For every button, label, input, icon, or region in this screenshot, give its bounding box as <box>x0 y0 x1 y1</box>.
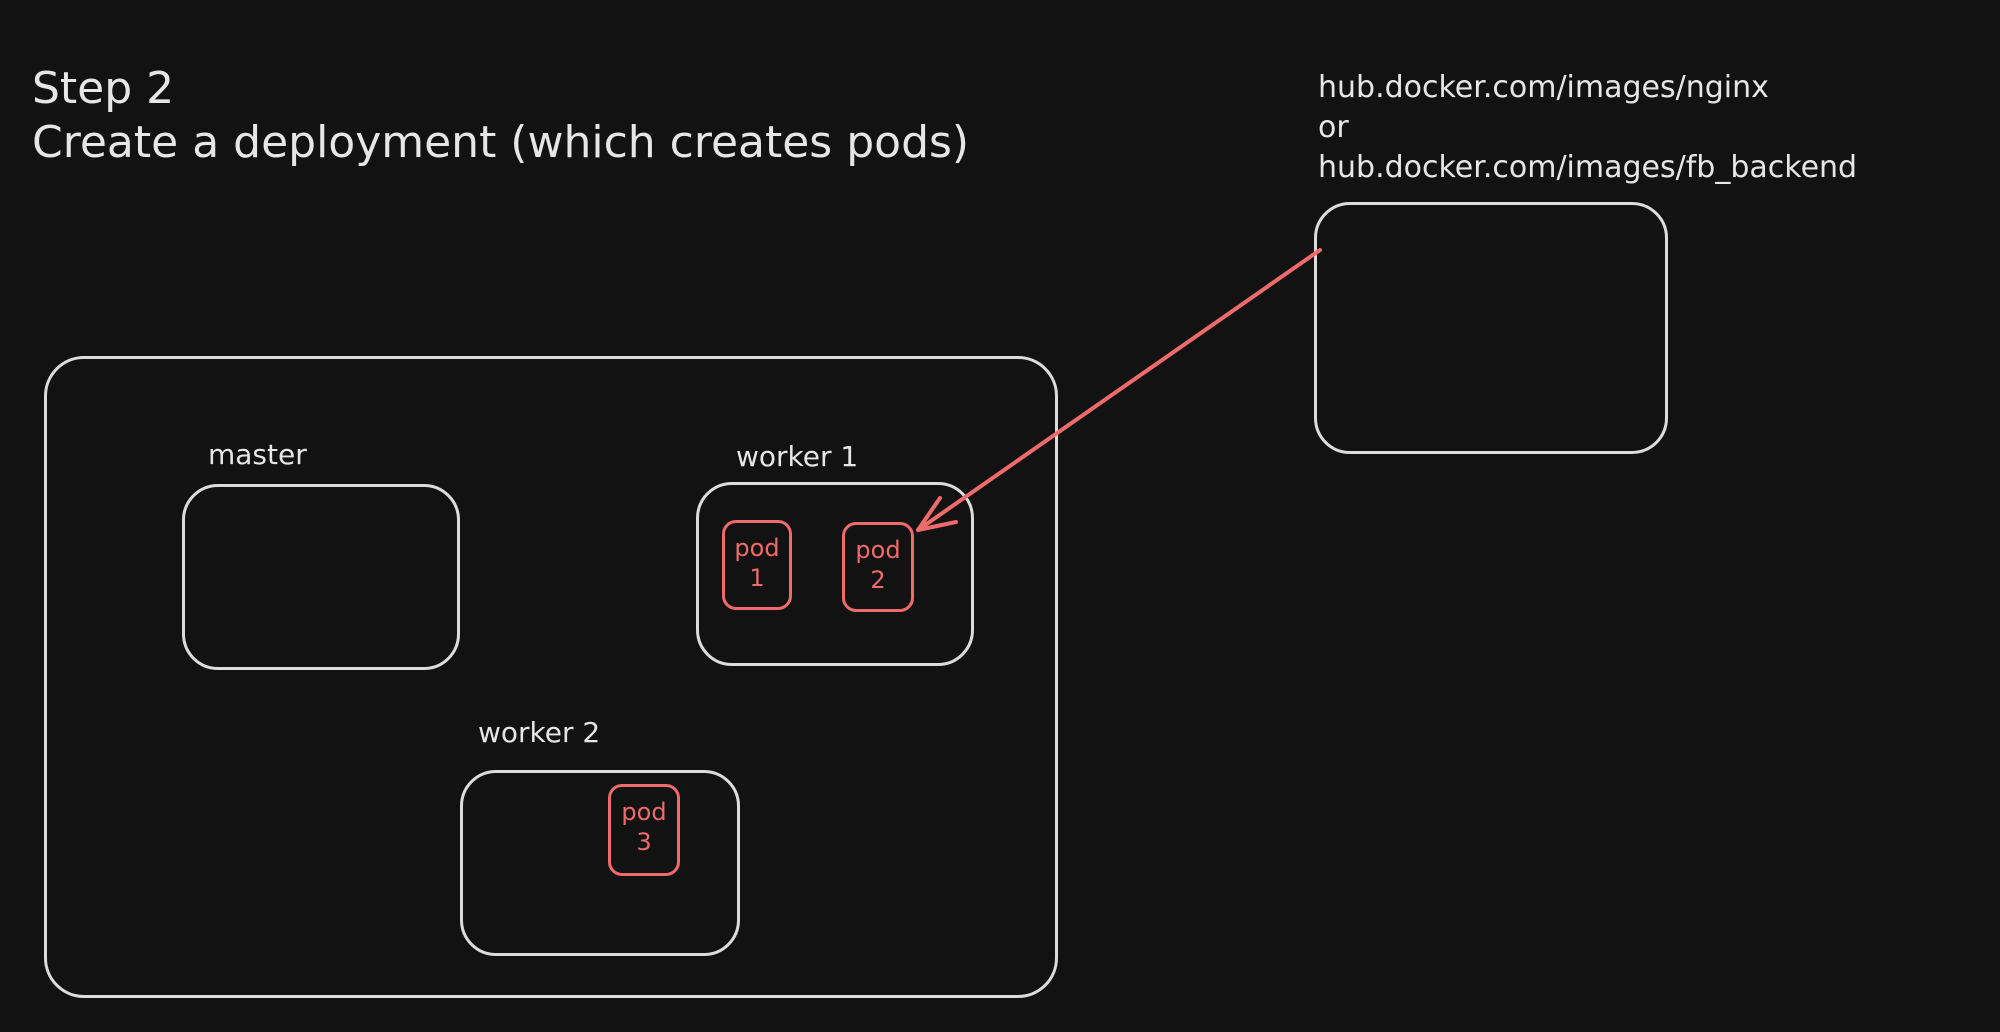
worker1-label: worker 1 <box>736 440 859 473</box>
pod-3-word: pod <box>621 798 667 826</box>
worker1-node-box <box>696 482 974 666</box>
registry-box <box>1314 202 1668 454</box>
pod-1-number: 1 <box>749 564 765 592</box>
registry-url-nginx: hub.docker.com/images/nginx <box>1318 70 1769 105</box>
master-node-box <box>182 484 460 670</box>
registry-url-backend: hub.docker.com/images/fb_backend <box>1318 150 1858 185</box>
master-label: master <box>208 438 307 471</box>
pod-1-word: pod <box>734 534 780 562</box>
registry-or-text: or <box>1318 110 1349 145</box>
pod-3: pod 3 <box>608 784 680 876</box>
cluster-box <box>44 356 1058 998</box>
worker2-label: worker 2 <box>478 716 601 749</box>
pod-3-number: 3 <box>636 828 652 856</box>
pod-2-number: 2 <box>870 566 886 594</box>
step-title: Step 2 <box>32 63 175 114</box>
pod-2: pod 2 <box>842 522 914 612</box>
worker2-node-box <box>460 770 740 956</box>
pod-1: pod 1 <box>722 520 792 610</box>
pod-2-word: pod <box>855 536 901 564</box>
step-subtitle: Create a deployment (which creates pods) <box>32 117 970 168</box>
